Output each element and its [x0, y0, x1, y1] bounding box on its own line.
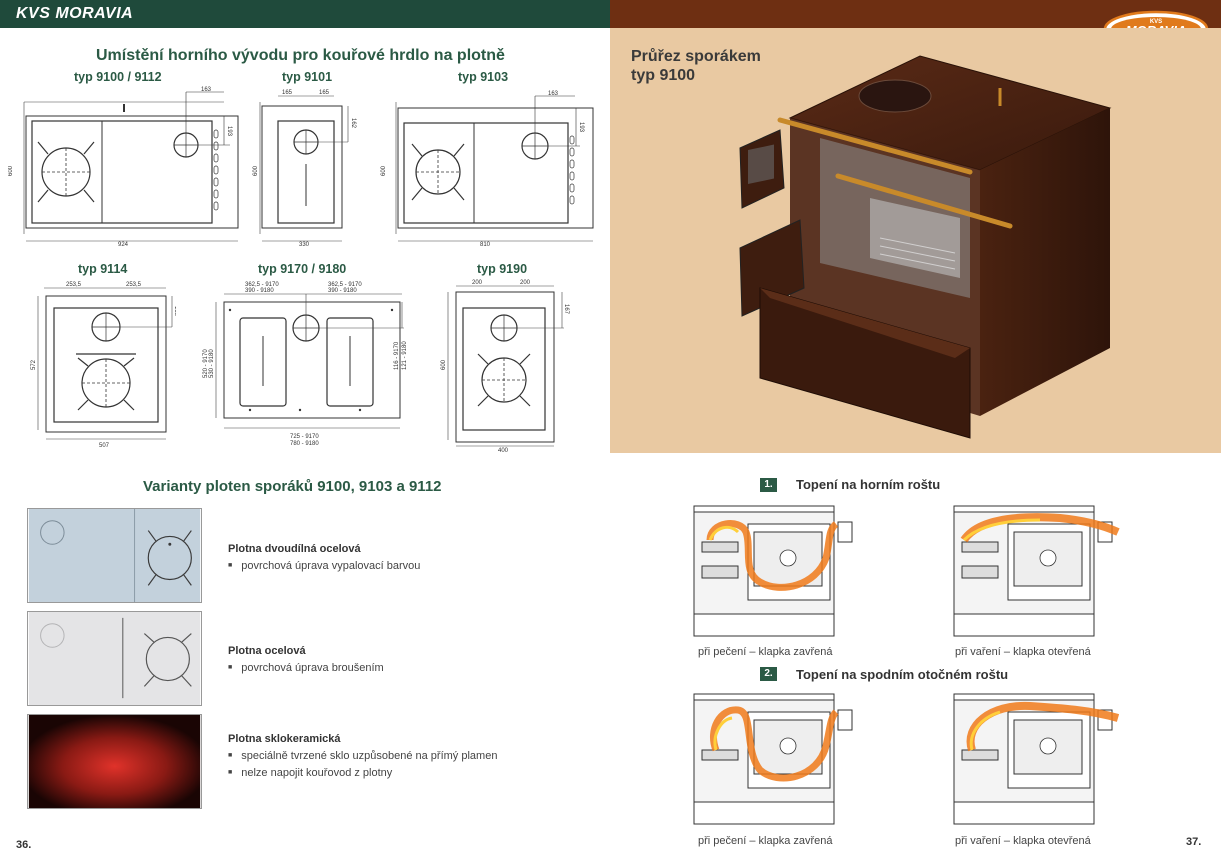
dim-offset-y: 193: [226, 126, 232, 137]
diagram-type-label: typ 9190: [477, 262, 528, 276]
dim-offset-y: 193: [578, 122, 584, 133]
hotplate-steel-image: [27, 611, 202, 706]
diagram-type-label: typ 9170 / 9180: [258, 262, 347, 276]
dim-offset-left: 253,5: [66, 282, 82, 288]
flame-diagram-cooking-lower: [953, 693, 1120, 825]
heating-section-title: Topení na spodním otočném roštu: [796, 667, 1009, 682]
dim-height: 600: [381, 165, 387, 176]
diagram-type-label: typ 9100 / 9112: [74, 70, 162, 84]
dim-offset-right-b: 390 - 9180: [328, 288, 357, 294]
dim-height: 600: [441, 359, 447, 370]
dim-offset-left: 165: [282, 90, 293, 96]
hotplate-two-part-image: [27, 508, 202, 603]
section-number-badge: 2.: [760, 667, 777, 681]
page-number-right: 37.: [1186, 836, 1202, 848]
section-title-outlet: Umístění horního vývodu pro kouřové hrdl…: [96, 47, 505, 64]
dim-width: 924: [118, 242, 129, 246]
variant-bullet: nelze napojit kouřovod z plotny: [228, 767, 392, 779]
dim-offset-left-b: 390 - 9180: [245, 288, 274, 294]
dim-offset-right-a: 362,5 - 9170: [328, 282, 362, 288]
caption-cooking: při vaření – klapka otevřená: [955, 646, 1091, 658]
stove-diagram-9190: 200 200 167 600 400: [441, 280, 569, 453]
dim-height: 572: [31, 359, 37, 370]
variant-title: Plotna sklokeramická: [228, 733, 341, 745]
heating-section-title: Topení na horním roštu: [796, 477, 941, 492]
dim-width: 810: [480, 242, 491, 246]
cutaway-title: Průřez sporákem typ 9100: [631, 47, 761, 85]
flame-diagram-cooking-upper: [953, 505, 1120, 637]
dim-width: 330: [299, 242, 310, 246]
dim-width-a: 725 - 9170: [290, 434, 319, 440]
stove-cutaway-illustration: [739, 55, 1112, 439]
hotplate-glass-ceramic-image: [27, 714, 202, 809]
dim-offset-x: 163: [201, 87, 212, 93]
dim-width: 400: [498, 448, 509, 453]
stove-diagram-9103: 163 193 600 810: [381, 91, 594, 246]
variant-bullet: speciálně tvrzené sklo uzpůsobené na pří…: [228, 750, 497, 762]
dim-height: 600: [253, 165, 259, 176]
stove-diagram-9100: 163 193 600 924: [8, 87, 239, 246]
stove-diagram-9101: 165 165 162 600 330: [253, 90, 356, 246]
dim-offset-right: 200: [520, 280, 531, 286]
cutaway-title-line1: Průřez sporákem: [631, 48, 761, 65]
stove-diagram-9170: 362,5 - 9170 390 - 9180 362,5 - 9170 390…: [203, 282, 408, 447]
page-number-left: 36.: [16, 839, 32, 851]
variant-title: Plotna dvoudílná ocelová: [228, 543, 361, 555]
diagram-type-label: typ 9101: [282, 70, 333, 84]
caption-cooking: při vaření – klapka otevřená: [955, 835, 1091, 847]
diagram-type-label: typ 9114: [78, 262, 128, 276]
stove-diagram-9114: 253,5 253,5 138 572 507: [31, 282, 176, 449]
dim-offset-right: 253,5: [126, 282, 142, 288]
flame-diagram-baking-lower: [693, 693, 853, 825]
caption-baking: při pečení – klapka zavřená: [698, 835, 833, 847]
dim-offset-y-b: 121 - 9180: [402, 341, 408, 370]
dim-offset-y: 138: [173, 306, 176, 317]
dim-offset-x: 163: [548, 91, 559, 97]
dim-offset-y: 167: [563, 304, 569, 315]
variant-bullet: povrchová úprava vypalovací barvou: [228, 560, 420, 572]
cutaway-title-line2: typ 9100: [631, 67, 696, 84]
diagram-type-label: typ 9103: [458, 70, 509, 84]
variant-title: Plotna ocelová: [228, 645, 306, 657]
dim-offset-left-a: 362,5 - 9170: [245, 282, 279, 288]
brand-title: KVS MORAVIA: [16, 5, 134, 22]
variants-title: Varianty ploten sporáků 9100, 9103 a 911…: [143, 478, 442, 495]
caption-baking: při pečení – klapka zavřená: [698, 646, 833, 658]
dim-height-b: 530 - 9180: [209, 349, 215, 378]
logo-small-text: KVS: [1150, 19, 1162, 25]
header-bar-left: [0, 0, 610, 28]
section-number-badge: 1.: [760, 478, 777, 492]
dim-offset-right: 165: [319, 90, 330, 96]
dim-height: 600: [8, 165, 14, 176]
dim-width: 507: [99, 443, 110, 449]
variant-bullet: povrchová úprava broušením: [228, 662, 383, 674]
flame-diagram-baking-upper: [693, 505, 853, 637]
dim-offset-y-a: 116 - 9170: [394, 341, 400, 370]
dim-height-a: 520 - 9170: [203, 349, 209, 378]
dim-offset-left: 200: [472, 280, 483, 286]
dim-offset-y: 162: [350, 118, 356, 129]
dim-width-b: 780 - 9180: [290, 441, 319, 447]
